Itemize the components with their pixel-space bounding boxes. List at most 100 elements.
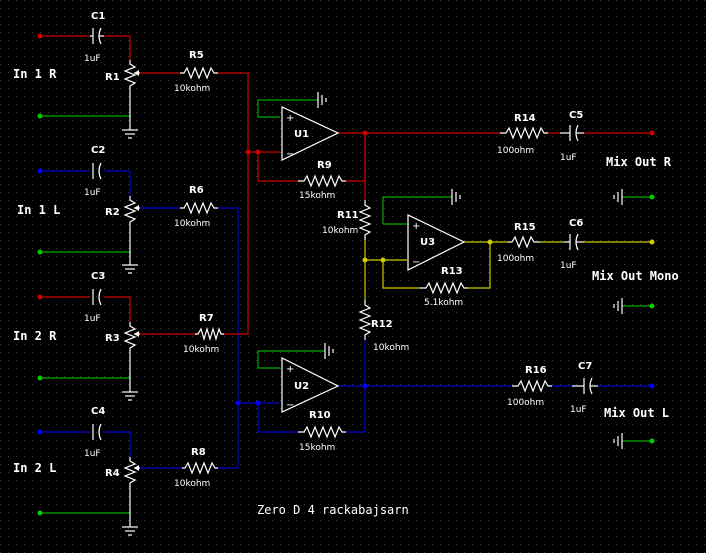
wire-c4-r4 bbox=[104, 431, 131, 457]
component-labels: C1 1uF R1 R5 10kohm C2 1uF R2 R6 10kohm … bbox=[84, 11, 592, 489]
resistor-r8[interactable] bbox=[182, 461, 218, 475]
c5-name: C5 bbox=[569, 110, 583, 121]
r8-value: 10kohm bbox=[174, 479, 210, 489]
ground-symbol bbox=[451, 189, 461, 205]
resistor-r9[interactable] bbox=[298, 174, 346, 188]
c3-name: C3 bbox=[91, 271, 105, 282]
capacitor-c5[interactable] bbox=[560, 124, 584, 142]
input-label-in2r: In 2 R bbox=[13, 329, 57, 343]
terminal-outl-gnd[interactable] bbox=[649, 438, 655, 444]
wire-c1-r1 bbox=[104, 35, 131, 60]
r12-value: 10kohm bbox=[373, 343, 409, 353]
resistor-r6[interactable] bbox=[180, 201, 218, 215]
capacitor-c7[interactable] bbox=[572, 377, 598, 395]
r4-name: R4 bbox=[105, 468, 120, 479]
ground-symbol bbox=[122, 526, 138, 536]
ground-symbol bbox=[317, 92, 327, 108]
minus-pin-label: − bbox=[286, 149, 294, 160]
potentiometer-r4[interactable] bbox=[123, 457, 140, 527]
terminal-outmono-gnd[interactable] bbox=[649, 303, 655, 309]
r10-name: R10 bbox=[309, 410, 331, 421]
capacitor-c6[interactable] bbox=[564, 233, 584, 251]
io-labels: In 1 R In 1 L In 2 R In 2 L Mix Out R Mi… bbox=[13, 67, 679, 475]
output-label-mix-mono: Mix Out Mono bbox=[592, 269, 679, 283]
capacitor-c1[interactable] bbox=[90, 27, 104, 45]
r12-name: R12 bbox=[371, 319, 393, 330]
plus-pin-label: + bbox=[286, 364, 294, 375]
c5-value: 1uF bbox=[560, 153, 577, 163]
r15-name: R15 bbox=[514, 222, 536, 233]
opamp-u2[interactable]: + − bbox=[281, 357, 340, 413]
resistor-r7[interactable] bbox=[195, 326, 224, 342]
wire-r8-bus bbox=[218, 403, 239, 469]
capacitor-c2[interactable] bbox=[92, 162, 102, 180]
terminals bbox=[37, 33, 655, 516]
plus-pin-label: + bbox=[412, 221, 420, 232]
terminal-in2r-hot[interactable] bbox=[37, 294, 43, 300]
potentiometer-r2[interactable] bbox=[123, 196, 140, 265]
c2-name: C2 bbox=[91, 145, 105, 156]
resistor-r15[interactable] bbox=[508, 235, 540, 249]
wire-c2-r2 bbox=[104, 170, 131, 196]
terminal-in1l-hot[interactable] bbox=[37, 168, 43, 174]
terminal-in2l-gnd[interactable] bbox=[37, 510, 43, 516]
r10-value: 15kohm bbox=[299, 443, 335, 453]
resistor-r13[interactable] bbox=[420, 281, 468, 295]
junction bbox=[255, 400, 261, 406]
resistor-r5[interactable] bbox=[180, 66, 218, 80]
capacitor-c4[interactable] bbox=[92, 423, 102, 441]
capacitor-c3[interactable] bbox=[92, 288, 102, 306]
output-label-mix-r: Mix Out R bbox=[606, 155, 672, 169]
terminal-outr-hot[interactable] bbox=[649, 130, 655, 136]
r6-name: R6 bbox=[189, 185, 204, 196]
resistor-r12[interactable] bbox=[358, 300, 372, 340]
resistor-r16[interactable] bbox=[512, 379, 552, 393]
r14-name: R14 bbox=[514, 113, 536, 124]
r9-name: R9 bbox=[317, 160, 332, 171]
ground-symbol bbox=[613, 189, 623, 205]
r16-value: 100ohm bbox=[507, 398, 544, 408]
potentiometer-r1[interactable] bbox=[123, 60, 140, 130]
r6-value: 10kohm bbox=[174, 219, 210, 229]
ground-symbol bbox=[613, 298, 623, 314]
wires bbox=[40, 35, 652, 514]
r2-name: R2 bbox=[105, 207, 120, 218]
wire-r7-bus bbox=[224, 152, 249, 335]
r14-value: 100ohm bbox=[497, 146, 534, 156]
wire-r6-bus bbox=[218, 207, 239, 403]
input-label-in2l: In 2 L bbox=[13, 461, 56, 475]
resistor-r14[interactable] bbox=[500, 126, 548, 140]
resistor-r10[interactable] bbox=[298, 425, 346, 439]
potentiometer-r3[interactable] bbox=[123, 322, 140, 392]
junction bbox=[235, 400, 241, 406]
terminal-outl-hot[interactable] bbox=[649, 383, 655, 389]
terminal-outr-gnd[interactable] bbox=[649, 194, 655, 200]
input-label-in1l: In 1 L bbox=[17, 203, 60, 217]
terminal-in2l-hot[interactable] bbox=[37, 429, 43, 435]
terminal-in1r-hot[interactable] bbox=[37, 33, 43, 39]
wire-u2-fb-right bbox=[346, 386, 366, 433]
opamp-u3[interactable]: + − bbox=[407, 214, 466, 271]
u1-name: U1 bbox=[294, 129, 309, 140]
opamp-u1[interactable]: + − bbox=[281, 106, 340, 161]
terminal-in1r-gnd[interactable] bbox=[37, 113, 43, 119]
terminal-in1l-gnd[interactable] bbox=[37, 249, 43, 255]
c6-value: 1uF bbox=[560, 261, 577, 271]
junction bbox=[487, 239, 493, 245]
ground-symbol bbox=[613, 433, 623, 449]
u3-name: U3 bbox=[420, 237, 435, 248]
resistor-r11[interactable] bbox=[358, 200, 372, 240]
r13-value: 5.1kohm bbox=[424, 298, 463, 308]
c4-value: 1uF bbox=[84, 449, 101, 459]
r1-name: R1 bbox=[105, 72, 120, 83]
wire-u3-plus-gnd bbox=[382, 196, 452, 224]
ground-symbol bbox=[122, 391, 138, 401]
terminal-outmono-hot[interactable] bbox=[649, 239, 655, 245]
c1-value: 1uF bbox=[84, 54, 101, 64]
r11-value: 10kohm bbox=[322, 226, 358, 236]
terminal-in2r-gnd[interactable] bbox=[37, 375, 43, 381]
c2-value: 1uF bbox=[84, 188, 101, 198]
wire-u1-plus-gnd bbox=[257, 99, 318, 117]
c4-name: C4 bbox=[91, 406, 105, 417]
